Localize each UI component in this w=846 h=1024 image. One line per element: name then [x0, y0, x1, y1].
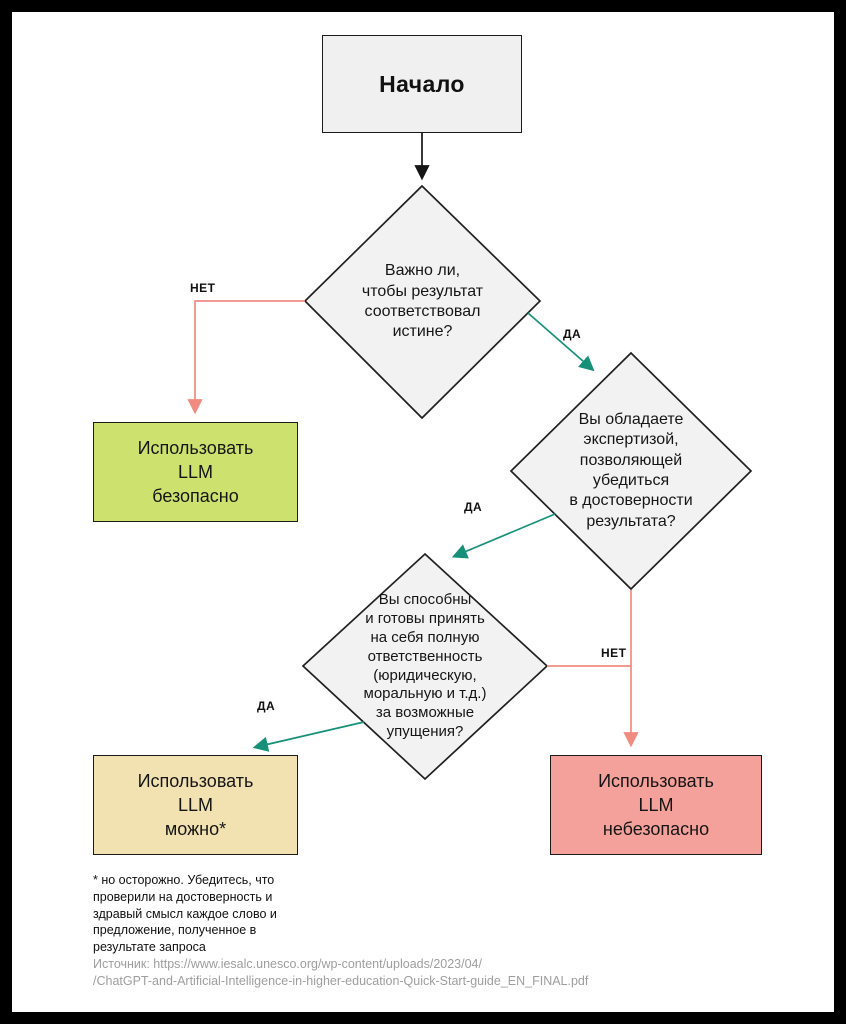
source-citation: Источник: https://www.iesalc.unesco.org/…	[93, 957, 589, 988]
outcome-caution-box: Использовать LLM можно*	[93, 755, 298, 855]
decision-text-truth-matters: Важно ли, чтобы результат соответствовал…	[361, 262, 484, 341]
outcome-safe-label: Использовать LLM безопасно	[137, 437, 254, 507]
decision-diamond-expertise	[509, 351, 753, 591]
start-label: Начало	[379, 70, 465, 97]
arrow-yes-to-responsibility	[451, 513, 556, 559]
arrow-no-to-safe	[187, 300, 305, 415]
outcome-unsafe-box: Использовать LLM небезопасно	[550, 755, 762, 855]
edge-label-no-2: НЕТ	[601, 646, 627, 660]
outcome-unsafe-label: Использовать LLM небезопасно	[598, 770, 714, 840]
decision-text-expertise: Вы обладаете экспертизой, позволяющей уб…	[569, 410, 693, 530]
edge-label-yes-1: ДА	[563, 327, 582, 341]
edge-label-yes-3: ДА	[257, 699, 276, 713]
outcome-safe-box: Использовать LLM безопасно	[93, 422, 298, 522]
arrow-yes-to-expertise	[527, 312, 595, 372]
decision-text-responsibility: Вы способны и готовы принять на себя пол…	[363, 590, 487, 741]
start-node: Начало	[322, 35, 522, 133]
decision-diamond-truth-matters	[303, 184, 542, 420]
decision-diamond-responsibility	[301, 552, 549, 781]
arrow-yes-to-caution	[252, 721, 365, 752]
outcome-caution-label: Использовать LLM можно*	[137, 770, 254, 840]
edge-label-no-1: НЕТ	[190, 281, 216, 295]
edge-label-yes-2: ДА	[464, 500, 483, 514]
footnote-caution-note: * но осторожно. Убедитесь, что проверили…	[93, 873, 277, 954]
